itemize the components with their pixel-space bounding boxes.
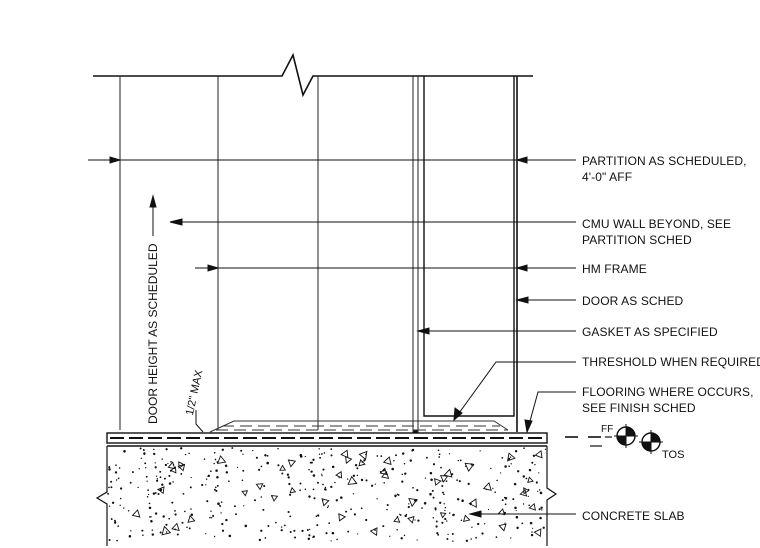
note-flooring-line2: SEE FINISH SCHED [582,401,696,415]
note-flooring: FLOORING WHERE OCCURS, SEE FINISH SCHED [582,384,754,416]
wall-lines [119,76,419,434]
door-leaf [423,76,515,417]
slab-break-left [95,446,108,546]
note-partition-line2: 4'-0" AFF [582,170,633,184]
note-partition-line1: PARTITION AS SCHEDULED, [582,154,747,168]
note-cmu: CMU WALL BEYOND, SEE PARTITION SCHED [582,216,731,248]
note-cmu-line1: CMU WALL BEYOND, SEE [582,217,732,231]
note-door: DOOR AS SCHED [582,294,684,308]
note-threshold: THRESHOLD WHEN REQUIRED [582,355,760,369]
concrete-stipple [107,447,547,542]
elevation-markers [565,424,663,454]
note-partition: PARTITION AS SCHEDULED, 4'-0" AFF [582,153,747,185]
door-height-label: DOOR HEIGHT AS SCHEDULED [146,243,160,424]
ff-target-icon [614,424,638,448]
tos-target-icon [639,430,663,454]
max-gap-leader [195,410,204,433]
slab-break-right [546,446,558,546]
note-cmu-line2: PARTITION SCHED [582,233,692,247]
ff-label: FF [601,424,614,435]
note-concrete: CONCRETE SLAB [582,509,685,523]
top-break-line [93,52,533,98]
door-height-dimension [149,194,157,236]
threshold [209,420,509,435]
note-flooring-line1: FLOORING WHERE OCCURS, [582,385,754,399]
tos-label: TOS [662,449,685,461]
note-hm-frame: HM FRAME [582,262,647,276]
leaders [88,156,576,518]
note-gasket: GASKET AS SPECIFIED [582,325,718,339]
